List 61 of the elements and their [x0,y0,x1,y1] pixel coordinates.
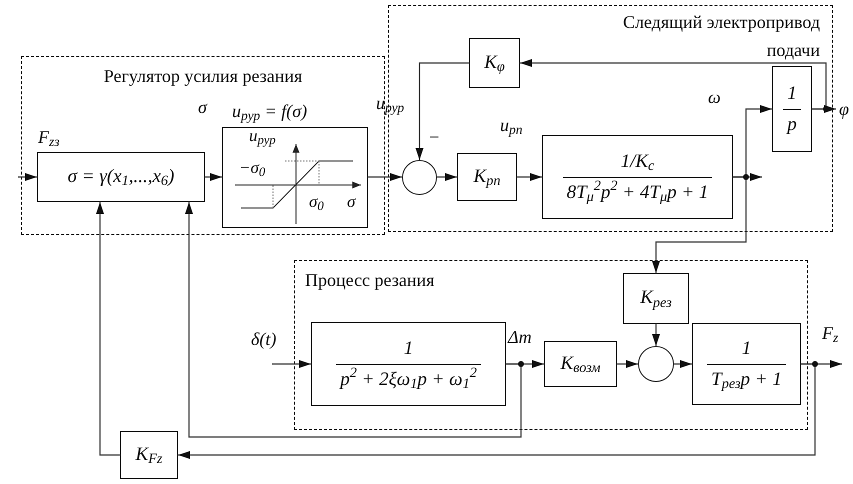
denominator: p [785,112,798,136]
block-formula: K$_{φ}$ [484,50,505,78]
summing-junction [402,160,437,195]
dashed-group-frame [21,56,385,235]
arrow [416,62,469,160]
signal-label: ω [708,87,721,107]
arrow [205,173,222,181]
arrow [96,202,120,456]
axis-label: −σ$_{0}$ [239,158,266,178]
saturation-block [222,127,368,228]
transfer-function-block [692,323,801,405]
numerator: 1 [786,82,798,106]
group-title: Процесс резания [305,269,434,292]
gain-block [120,431,178,479]
block-formula: σ = γ(x$_{1}$,...,x$_{6}$) [68,164,174,192]
arrow [178,363,816,459]
arrow [18,173,37,181]
transfer-function-block [311,322,506,406]
arrow [185,202,522,438]
numerator: 1 [402,336,414,360]
gain-block [37,152,205,202]
gain-block [457,153,517,201]
arrow [812,105,836,113]
denominator: T$_{рез}$p + 1 [710,368,783,392]
axis-label: σ [347,192,356,212]
signal-label: u$_{рур}$ = f(σ) [232,101,308,121]
denominator: 8T$_{μ}$$^{2}$p$^{2}$ + 4T$_{μ}$p + 1 [566,180,710,204]
signal-label: δ(t) [251,329,276,349]
arrow [617,360,638,368]
numerator: 1 [740,336,752,360]
signal-label: − [428,127,440,147]
group-title: Регулятор усилия резания [102,65,304,88]
summing-junction [638,346,674,382]
arrow [517,173,542,181]
block-formula: K$_{Fz}$ [136,442,162,470]
numerator: 1/K$_{c}$ [620,150,656,174]
transfer-function-block [772,66,812,152]
block-formula: K$_{рез}$ [640,286,672,313]
signal-label: u$_{рур}$ [376,93,404,113]
gain-block [544,341,617,387]
signal-label: Δm [508,327,532,347]
signal-label: F$_{zз}$ [38,127,60,147]
arrow [437,173,457,181]
gain-block [469,38,520,88]
axis-label: u$_{рур}$ [249,126,276,146]
signal-label: σ [198,97,207,117]
axis-label: σ$_{0}$ [309,192,324,212]
group-title: Следящий электропривод подачи [622,11,820,62]
signal-label: u$_{рп}$ [500,115,522,135]
signal-label: F$_{z}$ [822,323,838,343]
arrow [652,324,660,346]
arrow [652,176,747,273]
block-formula: K$_{рп}$ [474,164,500,192]
signal-label: φ [839,98,849,120]
dashed-group-frame [294,260,808,430]
gain-block [623,273,689,324]
arrow [674,360,692,368]
arrow [368,173,402,181]
transfer-function-block [542,135,733,219]
arrow [272,360,311,368]
block-formula: K$_{возм}$ [560,352,600,378]
